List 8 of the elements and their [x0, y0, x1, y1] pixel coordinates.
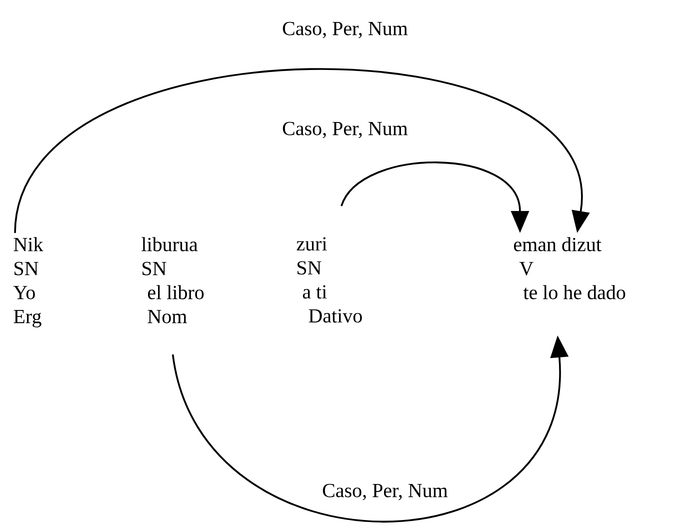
- arrow: [14, 68, 590, 234]
- word-column: Nik SN Yo Erg: [13, 237, 44, 328]
- word-column: liburua SN el libro Nom: [142, 237, 204, 324]
- word-column: eman dizut V te lo he dado: [514, 237, 626, 300]
- edge-label: Caso, Per, Num: [280, 20, 410, 40]
- word-column: zuri SN a ti Dativo: [296, 237, 362, 323]
- edge-label: Caso, Per, Num: [320, 482, 450, 502]
- edge-label: Caso, Per, Num: [280, 120, 410, 140]
